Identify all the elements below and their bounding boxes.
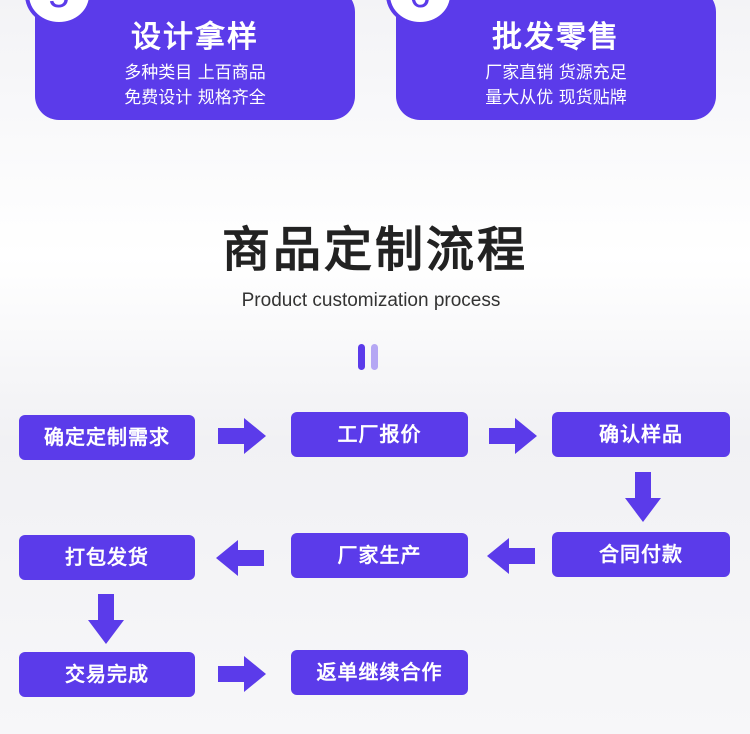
step-factory-production: 厂家生产 xyxy=(291,533,468,578)
step-repeat-order: 返单继续合作 xyxy=(291,650,468,695)
card-line: 多种类目 上百商品 xyxy=(124,63,266,83)
divider-mark-icon xyxy=(357,344,381,370)
arrow-right-icon xyxy=(218,656,266,692)
card-title: 设计拿样 xyxy=(131,20,259,55)
arrow-left-icon xyxy=(216,540,264,576)
card-line: 量大从优 现货贴牌 xyxy=(485,88,627,108)
card-title: 批发零售 xyxy=(492,20,620,55)
arrow-down-icon xyxy=(625,472,661,522)
arrow-right-icon xyxy=(218,418,266,454)
step-transaction-complete: 交易完成 xyxy=(19,652,195,697)
step-determine-requirements: 确定定制需求 xyxy=(19,415,195,460)
section-subtitle: Product customization process xyxy=(241,290,501,311)
step-factory-quote: 工厂报价 xyxy=(291,412,468,457)
section-title: 商品定制流程 xyxy=(221,222,528,278)
arrow-left-icon xyxy=(487,538,535,574)
card-line: 免费设计 规格齐全 xyxy=(124,88,266,108)
step-confirm-sample: 确认样品 xyxy=(552,412,730,457)
arrow-right-icon xyxy=(489,418,537,454)
feature-card-design-sample: 5 设计拿样 多种类目 上百商品 免费设计 规格齐全 xyxy=(25,0,355,120)
feature-card-wholesale-retail: 6 批发零售 厂家直销 货源充足 量大从优 现货贴牌 xyxy=(386,0,716,120)
arrow-down-icon xyxy=(88,594,124,644)
step-contract-payment: 合同付款 xyxy=(552,532,730,577)
step-pack-ship: 打包发货 xyxy=(19,535,195,580)
card-line: 厂家直销 货源充足 xyxy=(485,63,627,83)
